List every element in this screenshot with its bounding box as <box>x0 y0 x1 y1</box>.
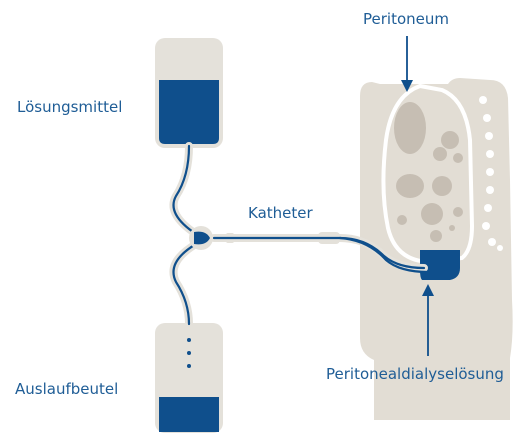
label-solvent-bag: Lösungsmittel <box>17 100 122 115</box>
drain-bag-fluid <box>159 397 219 432</box>
organ-h <box>430 230 442 242</box>
solvent-bag-fluid <box>159 80 219 144</box>
label-peritoneum: Peritoneum <box>363 12 449 27</box>
organ-e <box>421 203 443 225</box>
organ-g <box>453 207 463 217</box>
organ-i <box>449 225 455 231</box>
organ-c <box>453 153 463 163</box>
arrow-peritoneum <box>401 36 413 92</box>
organ-a <box>441 131 459 149</box>
label-drain-bag: Auslaufbeutel <box>15 382 118 397</box>
organ-d <box>432 176 452 196</box>
organ-liver <box>394 102 426 154</box>
label-dialysis-solution: Peritonealdialyselösung <box>326 367 504 382</box>
organ-kidney <box>396 174 424 198</box>
label-catheter: Katheter <box>248 206 313 221</box>
y-connector <box>189 226 213 250</box>
organ-f <box>397 215 407 225</box>
organ-b <box>433 147 447 161</box>
